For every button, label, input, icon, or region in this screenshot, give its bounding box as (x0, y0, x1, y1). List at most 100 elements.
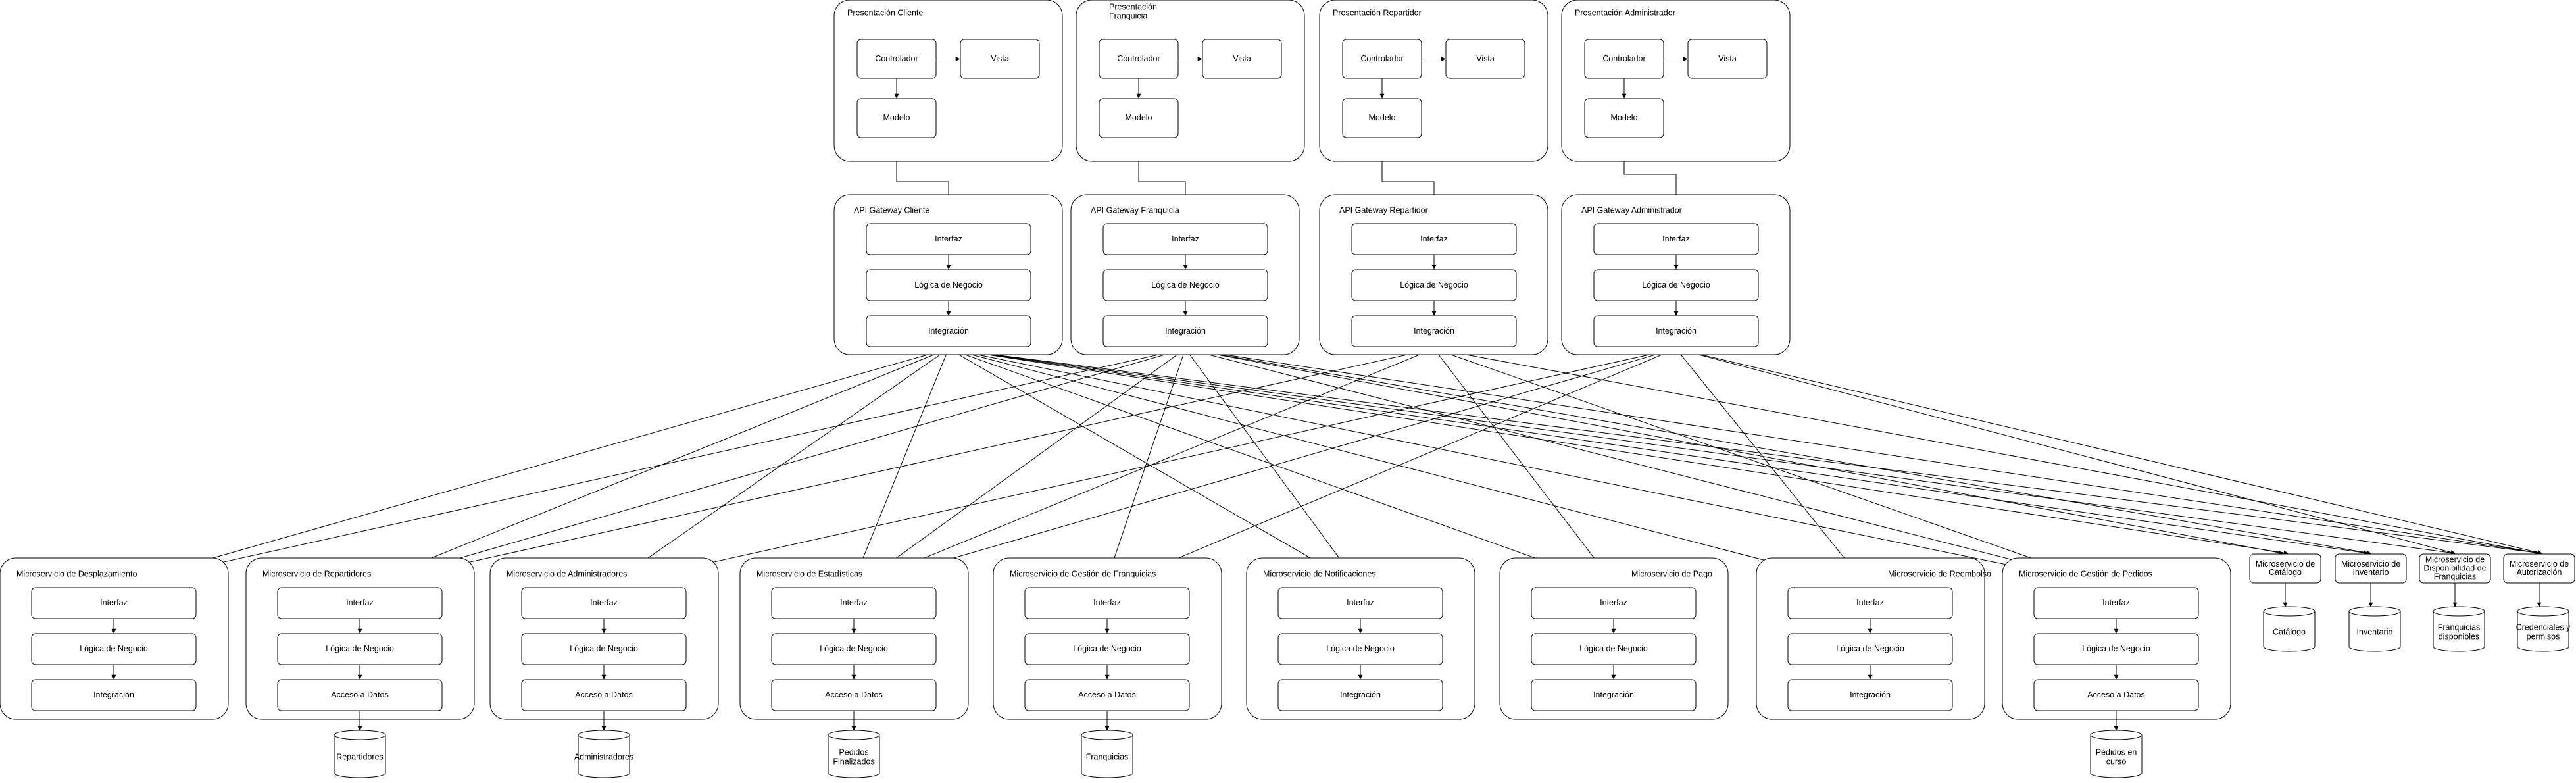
small-microservice-label: Disponibilidad de (2423, 563, 2486, 572)
view-label: Vista (1233, 54, 1251, 63)
gateway-title: API Gateway Administrador (1581, 205, 1682, 215)
layer-label: Interfaz (1600, 598, 1627, 607)
gateway-to-service-arrow (359, 348, 1186, 588)
layer-label: Lógica de Negocio (326, 644, 394, 653)
database-label: curso (2106, 757, 2127, 766)
layer-label: Integración (1340, 690, 1381, 699)
layer-box (1593, 315, 1759, 347)
gateway-title: API Gateway Repartidor (1339, 205, 1428, 215)
gateway-to-service-arrow (856, 348, 1186, 588)
layer-label: Lógica de Negocio (1151, 280, 1220, 290)
layer-box (866, 315, 1031, 347)
controller-label: Controlador (1360, 54, 1403, 63)
layer-label: Integración (1414, 326, 1454, 336)
layer-box (1531, 679, 1697, 711)
layer-label: Interfaz (1093, 598, 1121, 607)
small-microservice-label: Inventario (2353, 568, 2389, 577)
gateway-title: API Gateway Cliente (854, 205, 929, 215)
database-cylinder: Repartidores (334, 730, 386, 778)
microservice-title: Microservicio de Pago (1631, 569, 1712, 578)
layer-label: Lógica de Negocio (80, 644, 148, 653)
gateway-to-service-arrow (853, 348, 1677, 588)
cylinder-body (2090, 735, 2143, 778)
cylinder-body (578, 735, 630, 778)
layer-label: Integración (93, 690, 134, 699)
gateway-to-service-arrow (948, 348, 1361, 588)
small-microservice-label: Microservicio de (2510, 559, 2569, 568)
gateway-to-service-arrow (948, 348, 1868, 588)
gateway-to-service-arrow (948, 348, 2117, 589)
layer-label: Acceso a Datos (331, 690, 389, 699)
database-label: Repartidores (336, 752, 384, 761)
cylinder-top (1081, 730, 1133, 740)
microservice-title: Microservicio de Reembolso (1888, 569, 1991, 578)
database-label: Catálogo (2273, 627, 2306, 636)
cylinder-body (1081, 735, 1133, 778)
gateway-to-service-arrow (1185, 348, 2283, 555)
layer-box (31, 679, 197, 711)
model-box (1342, 98, 1422, 138)
microservice-container: Microservicio de EstadísticasInterfazLóg… (739, 557, 969, 731)
gateway-to-service-arrow (1433, 348, 2540, 555)
connections-layer (111, 138, 2542, 589)
cylinder-top (2433, 606, 2485, 617)
gateway-to-service-arrow (1433, 348, 1617, 588)
layer-label: Acceso a Datos (825, 690, 883, 699)
layer-label: Lógica de Negocio (1073, 644, 1141, 653)
layer-box (1102, 315, 1268, 347)
database-label: Pedidos en (2096, 747, 2137, 757)
model-label: Modelo (1126, 113, 1152, 122)
gateway-title: API Gateway Franquicia (1091, 205, 1179, 215)
gateway-to-service-arrow (1675, 348, 1868, 588)
layer-label: Interfaz (935, 234, 962, 243)
gateway-to-service-arrow (1185, 348, 2542, 555)
presentation-title: Presentación Cliente (847, 8, 923, 17)
microservice-container: Microservicio de NotificacionesInterfazL… (1246, 557, 1475, 720)
database-label: Finalizados (833, 757, 874, 766)
layer-label: Acceso a Datos (2087, 690, 2145, 699)
layer-label: Lógica de Negocio (1400, 280, 1468, 290)
gateway-to-service-arrow (1103, 348, 1186, 588)
layer-label: Integración (1850, 690, 1891, 699)
layer-label: Lógica de Negocio (914, 280, 983, 290)
layer-label: Lógica de Negocio (2082, 644, 2150, 653)
microservice-container: Microservicio de AdministradoresInterfaz… (489, 557, 719, 731)
microservice-title: Microservicio de Repartidores (262, 569, 371, 578)
small-microservice-label: Franquicias (2434, 572, 2477, 581)
microservice-container: Microservicio de Gestión de FranquiciasI… (993, 557, 1222, 731)
api-gateway-container: API Gateway AdministradorInterfazLógica … (1561, 194, 1791, 355)
microservice-container: Microservicio de ReembolsoInterfazLógica… (1756, 557, 1991, 720)
layer-label: Integración (1165, 326, 1206, 336)
cylinder-top (334, 730, 386, 740)
database-cylinder: Franquicias (1081, 730, 1133, 778)
view-box (1687, 39, 1768, 79)
cylinder-top (828, 730, 880, 740)
gateway-to-service-arrow (1185, 348, 2371, 555)
gateway-to-service-arrow (606, 348, 949, 588)
microservice-container: Microservicio de Gestión de PedidosInter… (2002, 557, 2231, 731)
small-microservice-label: Microservicio de (2425, 555, 2485, 564)
cylinder-body (2263, 611, 2316, 652)
cylinder-body (2433, 611, 2485, 652)
layer-label: Interfaz (100, 598, 128, 607)
layer-label: Integración (928, 326, 969, 336)
controller-label: Controlador (1602, 54, 1645, 63)
gateway-to-service-arrow (111, 348, 949, 588)
microservice-title: Microservicio de Gestión de Pedidos (2019, 569, 2152, 578)
gateway-to-service-arrow (948, 348, 2289, 555)
gateway-to-service-arrow (948, 348, 2542, 555)
gateway-to-service-arrow (1185, 348, 2119, 588)
model-label: Modelo (1611, 113, 1638, 122)
layer-label: Interfaz (590, 598, 618, 607)
gateway-to-service-arrow (948, 348, 2369, 555)
view-label: Vista (1476, 54, 1495, 63)
